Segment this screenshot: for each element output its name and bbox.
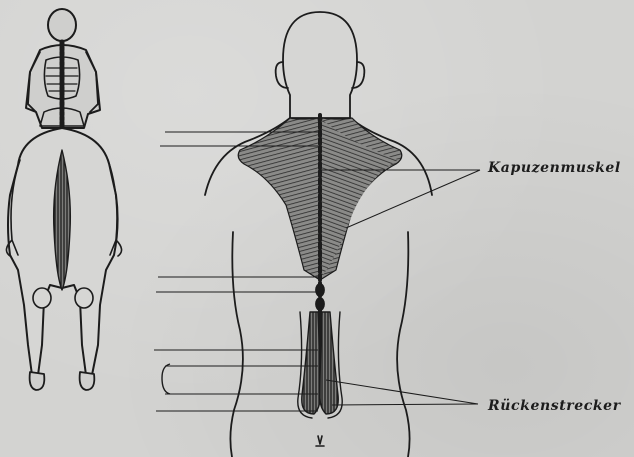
head-outline xyxy=(283,12,357,118)
erector-spinae-right xyxy=(320,312,338,414)
erector-spinae-label: Rückenstrecker xyxy=(488,398,621,414)
left-torso-outline xyxy=(230,232,243,457)
rider-head xyxy=(48,9,76,41)
human-back-illustration xyxy=(205,12,432,457)
right-torso-outline xyxy=(397,232,410,457)
right-hoof xyxy=(80,372,95,390)
erector-spinae-left xyxy=(302,312,320,414)
left-hoof xyxy=(30,372,45,390)
trapezius-label: Kapuzenmuskel xyxy=(488,160,621,176)
rider-on-horse-illustration xyxy=(6,9,121,390)
